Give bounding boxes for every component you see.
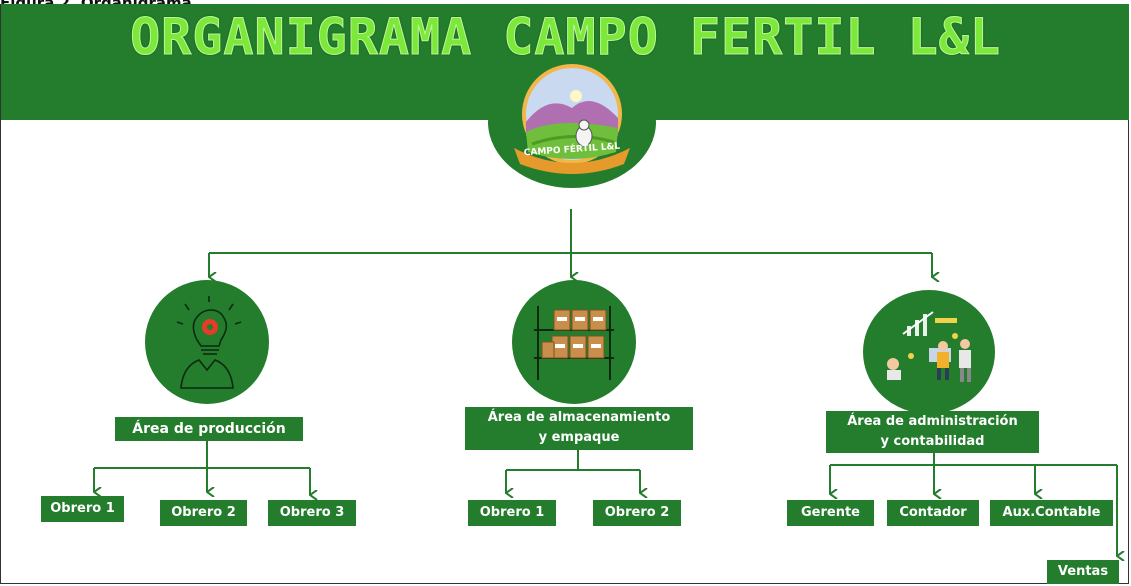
company-logo: CAMPO FÉRTIL L&L xyxy=(488,56,656,188)
obrero-box: Obrero 2 xyxy=(593,500,681,526)
gerente-box: Gerente xyxy=(787,500,874,526)
area-administracion-line1: Área de administración xyxy=(847,414,1018,429)
obrero-box: Obrero 1 xyxy=(41,496,124,522)
aux-contable-box: Aux.Contable xyxy=(990,500,1113,526)
obrero-box: Obrero 1 xyxy=(468,500,556,526)
area-administracion-line2: y contabilidad xyxy=(880,434,985,449)
worker-gear-idea-icon xyxy=(176,296,242,389)
farm-landscape-logo-icon xyxy=(514,64,630,174)
area-administracion-label: Área de administración y contabilidad xyxy=(826,411,1039,453)
obrero-box: Obrero 3 xyxy=(268,500,356,526)
area-produccion-label: Área de producción xyxy=(115,417,303,441)
ventas-box: Ventas xyxy=(1047,560,1119,584)
contador-box: Contador xyxy=(887,500,979,526)
business-team-growth-icon xyxy=(887,311,971,382)
area-almacenamiento-label: Área de almacenamiento y empaque xyxy=(465,407,693,450)
area-almacenamiento-line2: y empaque xyxy=(538,430,620,445)
almacenamiento-circle xyxy=(512,280,636,404)
area-almacenamiento-line1: Área de almacenamiento xyxy=(487,410,671,425)
produccion-circle xyxy=(145,280,269,404)
storage-shelf-boxes-icon xyxy=(534,306,614,380)
administracion-circle xyxy=(863,290,995,414)
obrero-box: Obrero 2 xyxy=(160,500,247,526)
